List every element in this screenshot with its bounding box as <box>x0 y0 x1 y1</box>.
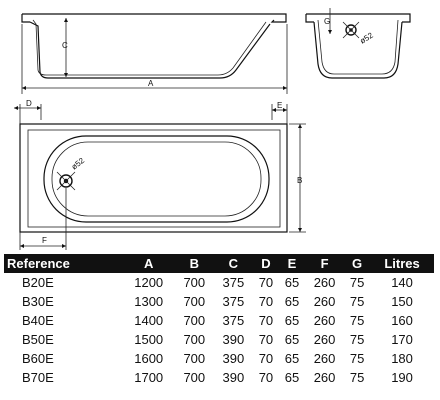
cell-c: 390 <box>222 351 245 366</box>
side-view: C A <box>21 13 288 94</box>
header-reference: Reference <box>4 254 123 273</box>
leader-line <box>56 171 76 191</box>
label-drain-side: ø52 <box>358 30 375 45</box>
label-e: E <box>277 101 282 110</box>
cell-d: 70 <box>258 294 274 309</box>
cell-g: 75 <box>349 351 365 366</box>
end-view-shell-inner <box>317 19 399 75</box>
cell-d: 70 <box>258 313 274 328</box>
label-d: D <box>26 99 32 108</box>
cell-b: 700 <box>183 313 206 328</box>
cell-b: 700 <box>183 275 206 290</box>
tub-rim-inner <box>27 129 281 228</box>
header-b: B <box>174 254 214 273</box>
tub-outline <box>19 123 288 233</box>
side-view-rim <box>21 13 287 23</box>
header-e: E <box>278 254 305 273</box>
end-view-rim <box>305 13 411 23</box>
cell-c: 390 <box>222 370 245 385</box>
cell-b: 700 <box>183 351 206 366</box>
label-c: C <box>62 41 68 50</box>
cell-a: 1400 <box>134 313 164 328</box>
cell-reference: B60E <box>22 351 54 366</box>
cell-a: 1600 <box>134 351 164 366</box>
cell-c: 390 <box>222 332 245 347</box>
cell-g: 75 <box>349 294 365 309</box>
cell-a: 1700 <box>134 370 164 385</box>
tub-basin-floor <box>51 141 262 217</box>
cell-e: 65 <box>284 370 300 385</box>
table-header-row: Reference A B C D E F G Litres <box>4 254 434 273</box>
leader-line <box>342 21 360 39</box>
header-a: A <box>122 254 175 273</box>
cell-f: 260 <box>313 332 336 347</box>
plan-view: D E B ø52 F <box>14 99 306 250</box>
table-row: B30E 1300 700 375 70 65 260 75 150 <box>4 292 434 311</box>
tub-basin <box>43 135 270 223</box>
cell-f: 260 <box>313 294 336 309</box>
cell-g: 75 <box>349 370 365 385</box>
cell-a: 1500 <box>134 332 164 347</box>
cell-e: 65 <box>284 275 300 290</box>
cell-reference: B50E <box>22 332 54 347</box>
cell-litres: 150 <box>391 294 413 309</box>
cell-b: 700 <box>183 332 206 347</box>
label-drain-top: ø52 <box>70 156 87 172</box>
header-g: G <box>344 254 371 273</box>
cell-f: 260 <box>313 351 336 366</box>
table-row: B40E 1400 700 375 70 65 260 75 160 <box>4 311 434 330</box>
header-f: F <box>305 254 345 273</box>
end-view-shell-outer <box>313 21 403 79</box>
cell-litres: 180 <box>391 351 413 366</box>
table-row: B20E 1200 700 375 70 65 260 75 140 <box>4 273 434 292</box>
cell-f: 260 <box>313 370 336 385</box>
header-d: D <box>252 254 279 273</box>
cell-g: 75 <box>349 332 365 347</box>
cell-e: 65 <box>284 351 300 366</box>
cell-d: 70 <box>258 275 274 290</box>
cell-g: 75 <box>349 313 365 328</box>
dimensions-table: Reference A B C D E F G Litres B20E 1200… <box>4 254 434 387</box>
label-g: G <box>324 17 330 26</box>
cell-b: 700 <box>183 294 206 309</box>
cell-a: 1200 <box>134 275 164 290</box>
side-view-shell-inner <box>32 19 267 76</box>
cell-litres: 190 <box>391 370 413 385</box>
cell-litres: 170 <box>391 332 413 347</box>
table-row: B60E 1600 700 390 70 65 260 75 180 <box>4 349 434 368</box>
cell-e: 65 <box>284 332 300 347</box>
header-litres: Litres <box>370 254 434 273</box>
cell-litres: 140 <box>391 275 413 290</box>
cell-litres: 160 <box>391 313 413 328</box>
cell-e: 65 <box>284 313 300 328</box>
cell-g: 75 <box>349 275 365 290</box>
cell-d: 70 <box>258 370 274 385</box>
cell-f: 260 <box>313 275 336 290</box>
cell-c: 375 <box>222 275 245 290</box>
cell-b: 700 <box>183 370 206 385</box>
end-view: G ø52 <box>305 8 411 79</box>
table-row: B70E 1700 700 390 70 65 260 75 190 <box>4 368 434 387</box>
cell-c: 375 <box>222 313 245 328</box>
cell-reference: B70E <box>22 370 54 385</box>
label-b: B <box>297 176 302 185</box>
cell-d: 70 <box>258 332 274 347</box>
cell-reference: B30E <box>22 294 54 309</box>
cell-d: 70 <box>258 351 274 366</box>
cell-f: 260 <box>313 313 336 328</box>
cell-c: 375 <box>222 294 245 309</box>
label-f: F <box>42 236 47 245</box>
header-c: C <box>213 254 253 273</box>
table-row: B50E 1500 700 390 70 65 260 75 170 <box>4 330 434 349</box>
label-a: A <box>148 79 154 88</box>
cell-e: 65 <box>284 294 300 309</box>
cell-a: 1300 <box>134 294 164 309</box>
cell-reference: B20E <box>22 275 54 290</box>
cell-reference: B40E <box>22 313 54 328</box>
